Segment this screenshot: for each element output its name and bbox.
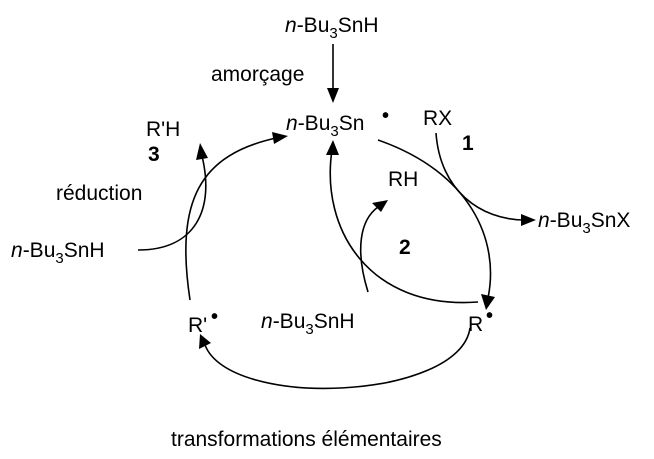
label-step-2: 2	[399, 236, 411, 259]
label-reagent-top: n-Bu3SnH	[285, 14, 379, 42]
label-halide: RX	[423, 107, 452, 130]
arc-step2	[359, 200, 388, 293]
arc-step3	[137, 143, 208, 251]
label-tin-radical: n-Bu3Sn	[286, 112, 364, 140]
label-reduction: réduction	[56, 182, 142, 205]
tin-radical-dot: •	[382, 105, 389, 127]
label-product-r-prime-h: R'H	[146, 118, 180, 141]
label-radical-r: R	[468, 313, 483, 336]
label-radical-r-prime: R'	[188, 314, 207, 337]
arc-step1	[435, 132, 536, 226]
arc-r-prime-to-tin	[185, 132, 288, 301]
radical-r-prime-dot: •	[211, 306, 218, 328]
radical-r-dot: •	[486, 305, 493, 327]
arc-r-to-tin	[326, 140, 479, 304]
arc-tin-to-r	[377, 139, 495, 310]
label-step-3: 3	[148, 143, 160, 166]
label-tin-halide: n-Bu3SnX	[538, 209, 630, 237]
label-initiation: amorçage	[211, 63, 304, 86]
label-caption: transformations élémentaires	[171, 428, 442, 451]
arc-r-to-r-prime	[199, 327, 471, 390]
initiation-arrow	[327, 44, 339, 103]
label-alkane-rh: RH	[388, 168, 418, 191]
label-step-1: 1	[462, 132, 474, 155]
label-reagent-center: n-Bu3SnH	[261, 310, 355, 338]
label-reagent-left: n-Bu3SnH	[11, 239, 105, 267]
